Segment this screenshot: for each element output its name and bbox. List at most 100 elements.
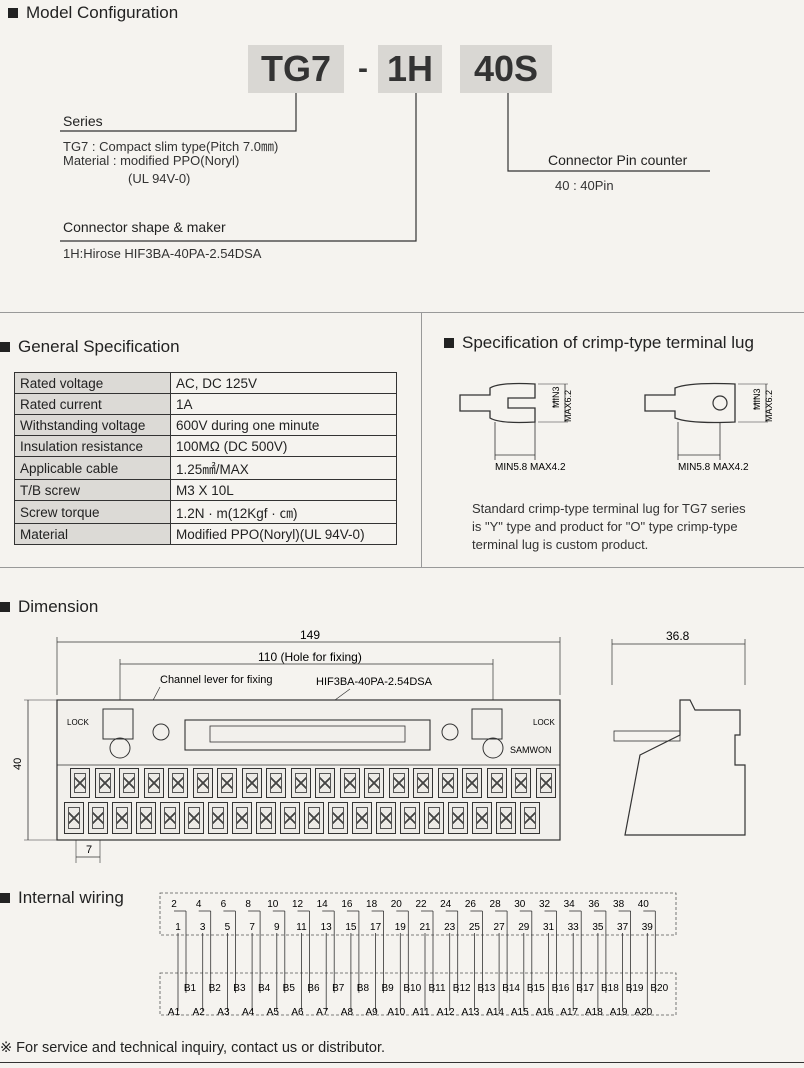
- crimp-heading: Specification of crimp-type terminal lug: [444, 333, 754, 353]
- y-type-lug-icon: MIN3 MAX6.2 MIN5.8 MAX4.2: [459, 382, 573, 473]
- pin-label-even: 26: [465, 899, 477, 910]
- terminal-screw-icon: [184, 802, 204, 834]
- pin-label-even: 2: [171, 899, 177, 910]
- terminal-label-a: A19: [610, 1007, 628, 1018]
- terminal-screw-icon: [304, 802, 324, 834]
- terminal-label-b: B16: [552, 983, 570, 994]
- side-view-shape: [624, 699, 746, 836]
- terminal-label-a: A8: [341, 1007, 354, 1018]
- terminal-screw-icon: [241, 768, 262, 798]
- terminal-screw-icon: [88, 802, 108, 834]
- terminal-label-b: B17: [576, 983, 594, 994]
- brand-label: SAMWON: [510, 745, 552, 755]
- pin-label-odd: 9: [274, 922, 280, 933]
- series-line-2: Material : modified PPO(Noryl): [63, 153, 240, 168]
- bullet-square-icon: [8, 8, 18, 18]
- terminal-screw-icon: [472, 802, 492, 834]
- pin-label-odd: 35: [592, 922, 604, 933]
- terminal-label-b: B7: [332, 983, 345, 994]
- terminal-screw-icon: [64, 802, 84, 834]
- terminal-screw-icon: [119, 768, 140, 798]
- pin-label-even: 18: [366, 899, 378, 910]
- pin-line: 40 : 40Pin: [555, 178, 614, 193]
- terminal-label-b: B19: [626, 983, 644, 994]
- pin-label-even: 8: [245, 899, 251, 910]
- dim-7: 7: [86, 844, 92, 856]
- terminal-screw-icon: [535, 768, 556, 798]
- terminal-screw-icon: [400, 802, 420, 834]
- terminal-screw-icon: [520, 802, 540, 834]
- terminal-screw-icon: [290, 768, 311, 798]
- pin-label-even: 38: [613, 899, 625, 910]
- shape-line: 1H:Hirose HIF3BA-40PA-2.54DSA: [63, 246, 262, 261]
- terminal-screw-icon: [462, 768, 483, 798]
- terminal-screw-icon: [94, 768, 115, 798]
- pin-label-odd: 15: [345, 922, 357, 933]
- terminal-label-b: B4: [258, 983, 271, 994]
- terminal-screw-icon: [315, 768, 336, 798]
- terminal-label-a: A9: [365, 1007, 378, 1018]
- bullet-square-icon: [0, 893, 10, 903]
- terminal-label-a: A6: [291, 1007, 304, 1018]
- terminal-screw-icon: [339, 768, 360, 798]
- code-pins: 40S: [460, 45, 552, 93]
- svg-text:MIN3: MIN3: [551, 386, 561, 408]
- bullet-square-icon: [444, 338, 454, 348]
- terminal-screw-icon: [280, 802, 300, 834]
- pin-label-odd: 29: [518, 922, 530, 933]
- terminal-screw-icon: [160, 802, 180, 834]
- terminal-label-b: B9: [381, 983, 394, 994]
- terminal-screw-icon: [388, 768, 409, 798]
- dimension-heading: Dimension: [0, 597, 98, 617]
- pin-label-even: 4: [196, 899, 202, 910]
- terminal-screw-icon: [136, 802, 156, 834]
- terminal-label-a: A12: [437, 1007, 455, 1018]
- terminal-label-b: B11: [428, 983, 445, 994]
- bullet-square-icon: [0, 342, 10, 352]
- terminal-label-a: A10: [387, 1007, 405, 1018]
- lock-right-label: LOCK: [533, 718, 555, 727]
- dim-40: 40: [12, 758, 24, 770]
- code-shape: 1H: [378, 45, 442, 93]
- terminal-label-a: A17: [560, 1007, 578, 1018]
- pin-label-odd: 1: [175, 922, 181, 933]
- pin-label-odd: 13: [321, 922, 333, 933]
- pin-label-odd: 5: [225, 922, 231, 933]
- terminal-screw-icon: [496, 802, 516, 834]
- pin-label-even: 16: [341, 899, 353, 910]
- terminal-row-top: [70, 768, 556, 798]
- o-type-lug-icon: MIN3 MAX6.2 MIN5.8 MAX4.2: [644, 382, 774, 473]
- series-line-1: TG7 : Compact slim type(Pitch 7.0㎜): [63, 139, 279, 154]
- pin-label-even: 28: [490, 899, 502, 910]
- terminal-label-b: B15: [527, 983, 545, 994]
- dim-36-8: 36.8: [666, 629, 690, 643]
- lever-label: Channel lever for fixing: [160, 674, 273, 686]
- dim-149: 149: [300, 628, 320, 642]
- terminal-label-b: B13: [478, 983, 496, 994]
- divider-1: [0, 312, 804, 313]
- terminal-screw-icon: [413, 768, 434, 798]
- divider-vertical: [421, 312, 422, 567]
- terminal-screw-icon: [352, 802, 372, 834]
- pin-label-odd: 11: [296, 922, 307, 933]
- pin-label-even: 30: [514, 899, 526, 910]
- pin-label-odd: 3: [200, 922, 206, 933]
- svg-text:MAX6.2: MAX6.2: [764, 390, 774, 422]
- pin-label-even: 6: [221, 899, 227, 910]
- terminal-label-b: B12: [453, 983, 471, 994]
- terminal-label-a: A7: [316, 1007, 329, 1018]
- pin-label-odd: 27: [494, 922, 506, 933]
- divider-2: [0, 567, 804, 568]
- terminal-screw-icon: [266, 768, 287, 798]
- pin-label-even: 36: [588, 899, 600, 910]
- series-label: Series: [63, 113, 103, 129]
- general-heading: General Specification: [0, 337, 180, 357]
- terminal-row-bottom: [64, 802, 540, 834]
- terminal-screw-icon: [424, 802, 444, 834]
- terminal-label-b: B20: [650, 983, 668, 994]
